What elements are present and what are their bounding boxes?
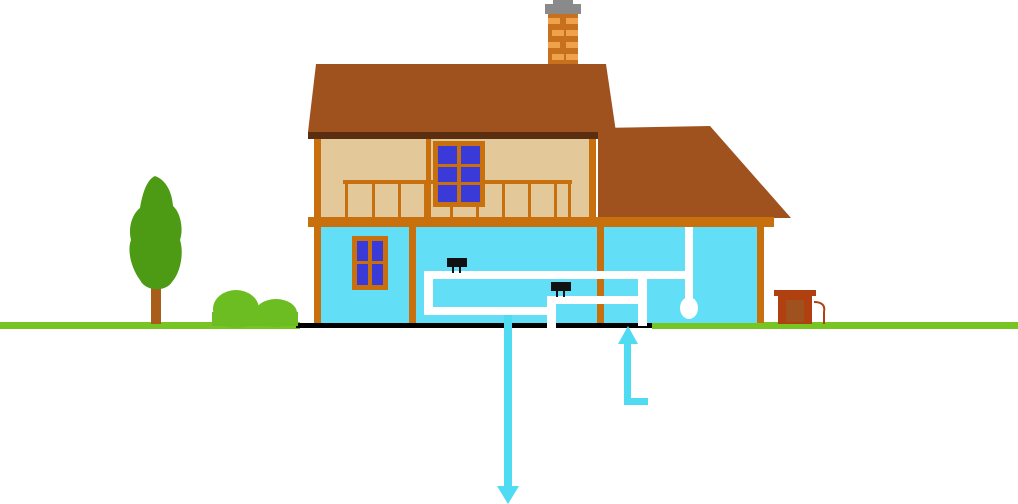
shrub-icon — [212, 290, 298, 328]
faucet-icon — [447, 258, 467, 273]
pipe-drop — [547, 296, 556, 329]
upper-timbers — [314, 139, 596, 219]
faucet-icon — [551, 282, 571, 297]
main-roof — [308, 64, 616, 132]
tree-trunk — [151, 282, 161, 324]
plumbing-pipes — [424, 227, 698, 329]
foundation-line — [296, 323, 652, 328]
shrub-base — [212, 312, 298, 326]
window-icon — [433, 141, 485, 207]
pipe-middle-horizontal — [547, 296, 647, 304]
chimney-cap — [545, 4, 581, 14]
water-heater-icon — [680, 297, 698, 319]
drain-arrow-icon — [497, 315, 519, 504]
pipe-left-vertical — [424, 271, 433, 315]
tree-icon — [129, 176, 182, 324]
pipe-right-vertical — [638, 271, 647, 326]
pipe-lower-horizontal — [424, 307, 556, 315]
water-supply-arrow-icon — [618, 326, 648, 405]
window-icon — [352, 236, 388, 290]
floor-beam — [308, 217, 774, 227]
main-roof-eave — [308, 132, 618, 139]
chimney-mortar — [548, 18, 578, 60]
tree-foliage — [129, 176, 182, 290]
chimney-cap-top — [553, 0, 573, 6]
wellhead-icon — [774, 290, 826, 324]
grass-right — [652, 322, 1018, 329]
pipe-upper-horizontal — [424, 271, 690, 279]
chimney-icon — [545, 0, 581, 68]
annex-roof — [598, 126, 791, 218]
pipe-vent — [685, 227, 693, 300]
